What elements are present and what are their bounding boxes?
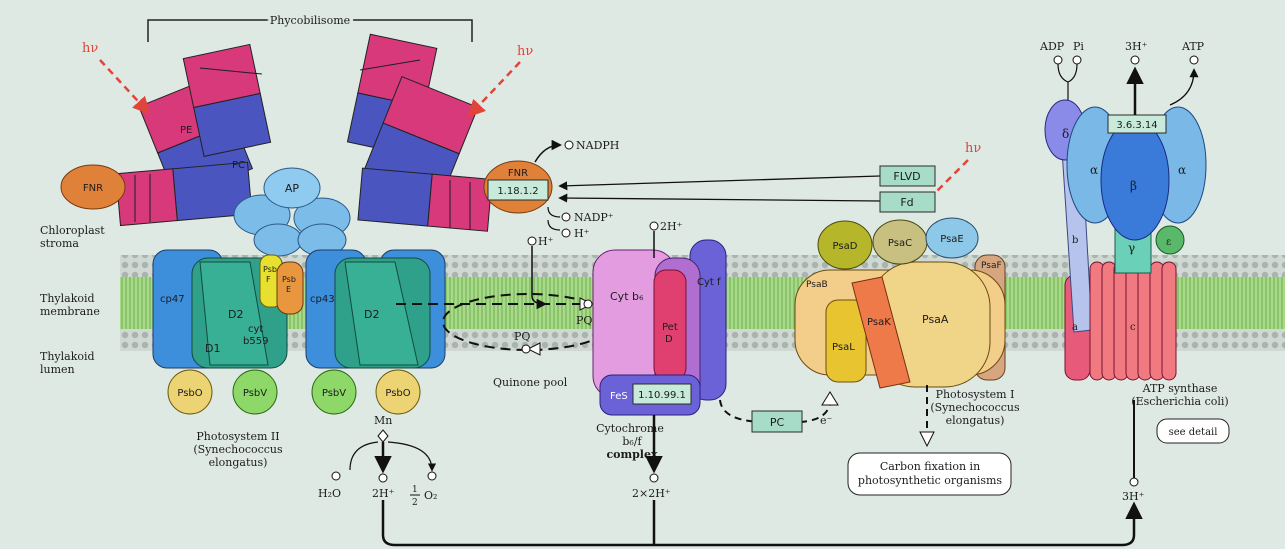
pe-label: PE (180, 125, 192, 136)
water-splitting: Mn H₂O 2H⁺ 1 2 O₂ (318, 414, 437, 508)
atp-synthase-title: ATP synthase(Escherichia coli) (1131, 382, 1228, 408)
psak-label: PsaK (867, 317, 891, 328)
cytb6f-out-label: 2×2H⁺ (632, 487, 671, 500)
beta-label: β (1130, 179, 1137, 193)
cytb6-label: Cyt b₆ (610, 290, 644, 303)
psac-label: PsaC (888, 238, 912, 249)
cyt-2h-top: 2H⁺ (660, 220, 683, 233)
atp-3h-bottom-label: 3H⁺ (1122, 490, 1145, 503)
fnr-left-label: FNR (83, 183, 103, 194)
cp47-label: cp47 (160, 294, 185, 305)
gamma-label: γ (1128, 241, 1135, 255)
phycobilisome-title: Phycobilisome (270, 14, 350, 27)
half-numerator: 1 (412, 485, 418, 495)
pc-label: PC (770, 416, 785, 429)
d2-left-label: D2 (228, 308, 243, 321)
mn-label: Mn (374, 414, 392, 427)
delta-label: δ (1062, 127, 1069, 141)
psae-label: PsaE (940, 234, 964, 245)
nadph-label: NADPH (576, 139, 619, 152)
subunit-c-label: c (1130, 322, 1136, 333)
atp-label: ATP (1181, 40, 1205, 53)
hv-label-2: hν (517, 44, 533, 59)
light-arrow-1 (100, 60, 148, 112)
fes-label: FeS (610, 391, 628, 402)
fnr-right-label: FNR (508, 168, 528, 179)
pq-label: PQ (514, 330, 530, 343)
light-arrow-2 (470, 62, 520, 115)
fd-label: Fd (900, 196, 913, 209)
hv-label-3: hν (965, 141, 981, 156)
psbv-left-label: PsbV (243, 388, 267, 399)
fnr-left[interactable]: FNR (61, 165, 125, 209)
electron-label: e⁻ (820, 414, 833, 427)
alpha-left-label: α (1090, 163, 1098, 177)
ap-label: AP (285, 182, 300, 195)
psal-label: PsaL (832, 342, 855, 353)
cytf-label: Cyt f (697, 277, 721, 288)
epsilon-label: ε (1166, 237, 1171, 248)
d2-right-label: D2 (364, 308, 379, 321)
psbv-right-label: PsbV (322, 388, 346, 399)
pc-label: PC (232, 160, 245, 171)
pi-label: Pi (1073, 40, 1084, 53)
h-plus-nadp-label: H⁺ (574, 227, 590, 240)
nadp-label: NADP⁺ (574, 211, 614, 224)
adp-label: ADP (1039, 40, 1065, 53)
psab-label: PsaB (806, 280, 828, 290)
ec-3-6-3-14-label: 3.6.3.14 (1116, 120, 1157, 131)
o2-label: O₂ (424, 489, 437, 502)
alpha-right-label: α (1178, 163, 1186, 177)
d1-label: D1 (205, 342, 220, 355)
fnr-right[interactable]: FNR 1.18.1.2 (484, 161, 552, 213)
subunit-b-label: b (1072, 235, 1078, 246)
subunit-a-label: a (1072, 322, 1078, 333)
atp-synthase[interactable]: 3.6.3.14 δ α α β γ ε b a c ATP synthase(… (1045, 100, 1229, 408)
phycobilisome[interactable]: Phycobilisome (116, 14, 492, 256)
ec-1-10-99-1-label: 1.10.99.1 (638, 390, 686, 401)
psbo-left-label: PsbO (177, 388, 202, 399)
psaa-label: PsaA (922, 313, 949, 326)
cp43-label: cp43 (310, 294, 335, 305)
psad-label: PsaD (833, 241, 858, 252)
quinone-pool-label: Quinone pool (493, 376, 568, 389)
see-detail-label: see detail (1169, 427, 1218, 438)
psbo-right-label: PsbO (385, 388, 410, 399)
photosystem-i[interactable]: PsaD PsaC PsaE PsaF PsaB PsaK PsaL PsaA … (795, 218, 1020, 446)
atp-3h-top-label: 3H⁺ (1125, 40, 1148, 53)
water-2h-label: 2H⁺ (372, 487, 395, 500)
h2o-label: H₂O (318, 487, 341, 500)
psaf-label: PsaF (981, 261, 1002, 271)
half-denominator: 2 (412, 498, 418, 508)
ec-1-18-1-2-label: 1.18.1.2 (497, 186, 538, 197)
hplus-label: H⁺ (538, 235, 554, 248)
flvd-label: FLVD (893, 170, 920, 183)
hv-label-1: hν (82, 41, 98, 56)
